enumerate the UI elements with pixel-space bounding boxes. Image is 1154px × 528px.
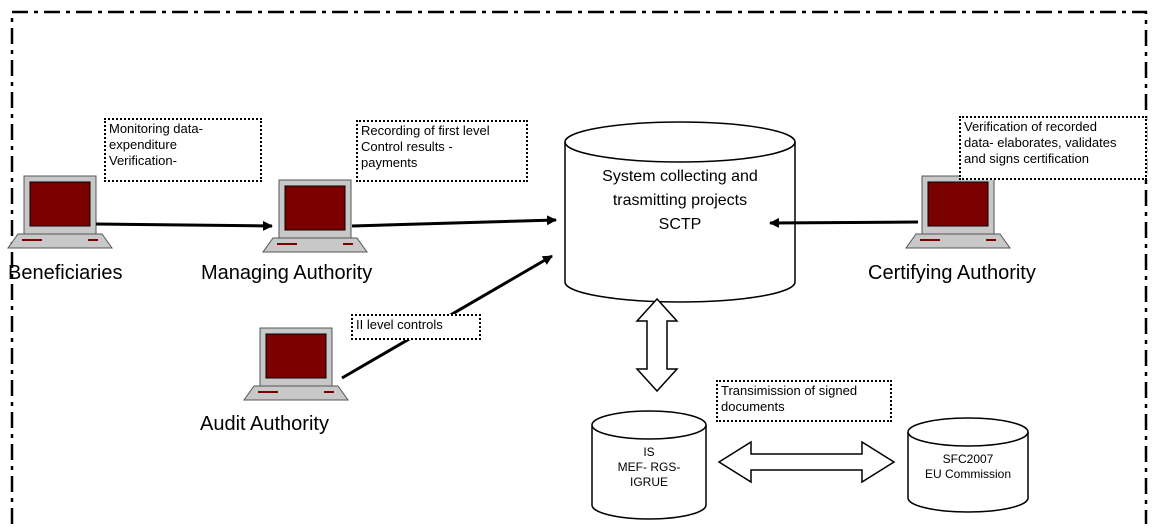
arrow-certifying-to-sctp — [769, 217, 919, 228]
database-cylinder-icon — [907, 417, 1029, 513]
actor-label-certifying-authority: Certifying Authority — [868, 262, 1036, 284]
sctp-database-label: System collecting and trasmitting projec… — [565, 165, 795, 237]
note-certifying-authority: Verification of recorded data- elaborate… — [959, 116, 1147, 180]
is-database-label: IS MEF- RGS- IGRUE — [592, 445, 706, 490]
note-line: Recording of first level — [361, 123, 490, 138]
actor-label-beneficiaries: Beneficiaries — [8, 262, 123, 284]
note-line: data- elaborates, validates — [964, 135, 1117, 150]
laptop-icon — [243, 327, 349, 401]
laptop-icon — [7, 175, 113, 249]
note-line: documents — [721, 399, 785, 414]
laptop-icon — [905, 175, 1011, 249]
arrow-managing-to-sctp — [351, 215, 557, 228]
sfc-label-line: EU Commission — [924, 467, 1011, 481]
sctp-label-line: trasmitting projects — [612, 192, 748, 209]
note-transmission: Transimission of signed documents — [716, 380, 892, 422]
note-line: Transimission of signed — [721, 383, 858, 398]
sctp-label-line: System collecting and — [602, 168, 758, 185]
note-line: Verification of recorded — [964, 119, 1097, 134]
note-line: expenditure — [109, 137, 177, 152]
note-line: Control results - — [361, 139, 453, 154]
sctp-label-line: SCTP — [658, 216, 702, 233]
note-beneficiaries: Monitoring data- expenditure Verificatio… — [104, 118, 262, 182]
double-arrow-horizontal — [717, 440, 896, 484]
note-line: Verification- — [109, 153, 177, 168]
note-line: payments — [361, 155, 418, 170]
double-arrow-vertical — [635, 297, 679, 393]
is-label-line: IGRUE — [629, 475, 668, 489]
note-line: Monitoring data- — [109, 121, 203, 136]
arrow-beneficiaries-to-managing — [95, 220, 273, 231]
note-line: II level controls — [356, 317, 443, 332]
note-line: and signs certification — [964, 151, 1090, 166]
is-label-line: IS — [643, 445, 655, 459]
sfc-label-line: SFC2007 — [942, 452, 994, 466]
laptop-icon — [262, 179, 368, 253]
database-cylinder-icon — [591, 410, 707, 520]
note-audit-authority: II level controls — [351, 314, 481, 340]
actor-label-managing-authority: Managing Authority — [201, 262, 373, 284]
note-managing-authority: Recording of first level Control results… — [356, 120, 528, 182]
sfc-database-label: SFC2007 EU Commission — [908, 452, 1028, 482]
frame-border — [10, 10, 1148, 524]
is-label-line: MEF- RGS- — [617, 460, 681, 474]
database-cylinder-icon — [564, 121, 796, 303]
actor-label-audit-authority: Audit Authority — [200, 413, 329, 435]
